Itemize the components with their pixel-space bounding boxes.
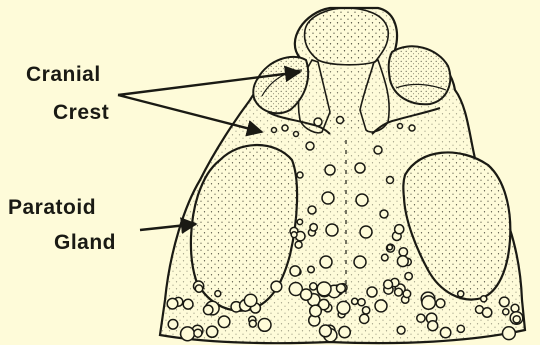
tubercle [352, 298, 358, 304]
tubercle [207, 326, 218, 337]
tubercle [215, 291, 221, 297]
tubercle [310, 305, 322, 317]
tubercle [387, 245, 392, 250]
tubercle [398, 124, 403, 129]
tubercle [314, 118, 322, 126]
tubercle [310, 283, 317, 290]
tubercle [322, 192, 334, 204]
tubercle [337, 117, 344, 124]
tubercle [511, 304, 519, 312]
tubercle [387, 177, 394, 184]
tubercle [513, 316, 520, 323]
tubercle [354, 256, 366, 268]
tubercle [249, 320, 256, 327]
tubercle [308, 206, 316, 214]
tubercle [244, 294, 256, 306]
tubercle [403, 290, 411, 298]
tubercle [358, 299, 365, 306]
tubercle [317, 282, 331, 296]
tubercle [355, 163, 365, 173]
tubercle [500, 297, 510, 307]
tubercle [218, 316, 230, 328]
tubercle [380, 210, 388, 218]
tubercle [301, 289, 312, 300]
label-gland: Gland [54, 232, 116, 253]
tubercle [310, 224, 317, 231]
tubercle [395, 225, 404, 234]
tubercle [320, 256, 332, 268]
tubercle [306, 142, 314, 150]
tubercle [337, 284, 346, 293]
tubercle [290, 266, 300, 276]
tubercle [167, 298, 178, 309]
tubercle [382, 254, 389, 261]
tubercle [409, 125, 415, 131]
tubercle [481, 296, 487, 302]
tubercle [399, 248, 407, 256]
snout [305, 8, 389, 65]
tubercle [258, 319, 271, 332]
tubercle [436, 299, 445, 308]
tubercle [458, 291, 464, 297]
tubercle [397, 256, 408, 267]
tubercle [503, 309, 509, 315]
tubercle [384, 280, 393, 289]
tubercle [204, 305, 213, 314]
tubercle [457, 325, 464, 332]
tubercle [195, 285, 202, 292]
label-paratoid: Paratoid [8, 197, 96, 218]
tubercle [337, 301, 350, 314]
tubercle [482, 308, 491, 317]
tubercle [291, 232, 297, 238]
tubercle [272, 128, 277, 133]
tubercle [294, 132, 299, 137]
tubercle [308, 266, 315, 273]
tubercle [297, 172, 303, 178]
tubercle [168, 320, 178, 330]
tubercle [422, 296, 435, 309]
tubercle [181, 327, 195, 341]
tubercle [395, 288, 403, 296]
tubercle [360, 226, 372, 238]
tubercle [374, 146, 382, 154]
tubercle [326, 224, 338, 236]
tubercle [183, 299, 193, 309]
tubercle [282, 125, 288, 131]
tubercle [417, 314, 425, 322]
tubercle [503, 327, 516, 340]
tubercle [325, 165, 335, 175]
tubercle [194, 329, 202, 337]
tubercle [295, 241, 302, 248]
tubercle [320, 325, 332, 337]
label-crest: Crest [53, 102, 109, 123]
tubercle [397, 326, 405, 334]
tubercle [405, 273, 412, 280]
tubercle [362, 307, 369, 314]
label-cranial: Cranial [26, 64, 101, 85]
tubercle [297, 219, 302, 224]
tubercle [356, 194, 368, 206]
frontal-region [320, 66, 370, 133]
tubercle [339, 326, 350, 337]
tubercle [367, 287, 377, 297]
tubercle [375, 300, 387, 312]
tubercle [440, 327, 450, 337]
tubercle [428, 321, 438, 331]
tubercle [360, 314, 369, 323]
tubercle [271, 281, 282, 292]
